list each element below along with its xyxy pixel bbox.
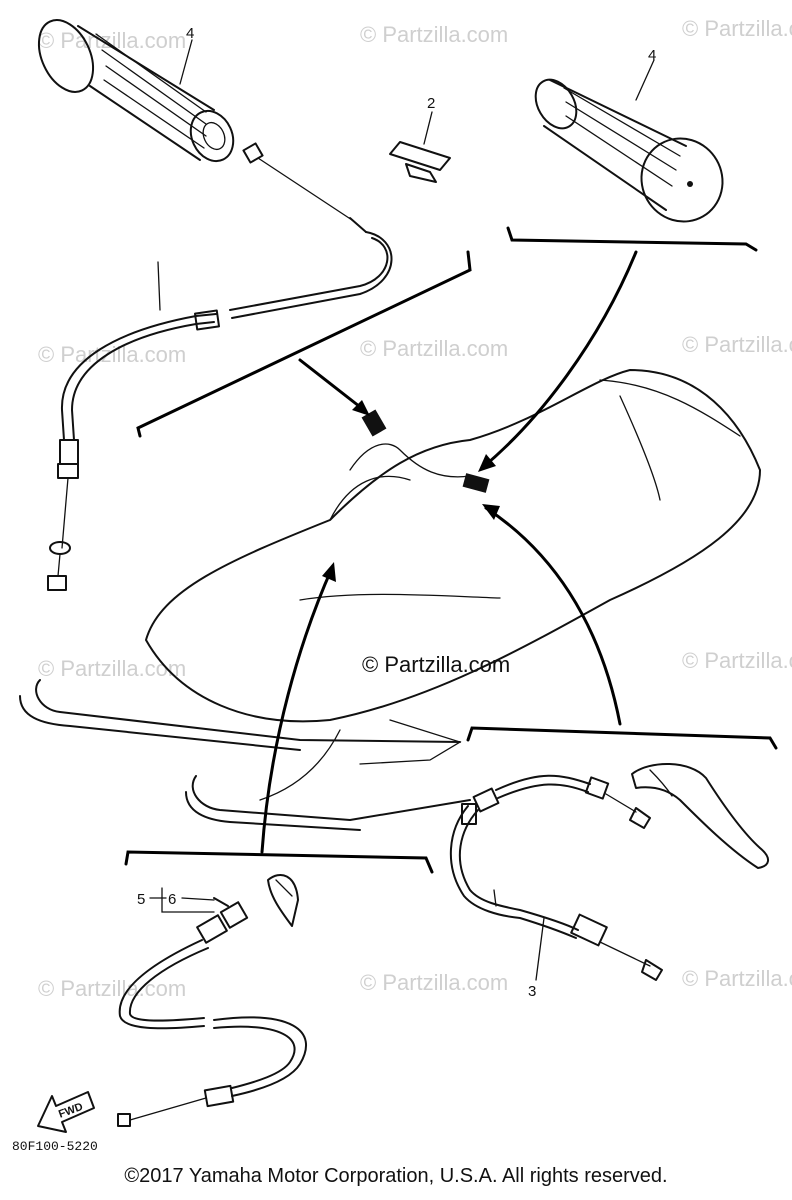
callout-clip: 2 (427, 95, 435, 112)
callout-grip-right: 4 (648, 47, 656, 64)
brake-cable[interactable] (449, 774, 663, 981)
arrow-brake (484, 506, 622, 726)
watermark: © Partzilla.com (38, 28, 186, 53)
diagram-code: 80F100-5220 (12, 1139, 98, 1154)
handlebar-grip-right (462, 473, 490, 493)
handlebar-grip-left (361, 409, 387, 437)
callout-grip-left: 4 (186, 25, 194, 42)
callout-leader (423, 111, 433, 145)
watermark: © Partzilla.com (682, 332, 792, 357)
watermark: © Partzilla.com (360, 22, 508, 47)
arrow-right-grip (480, 250, 638, 470)
callout-leader (179, 39, 193, 85)
arrow-left-grip (298, 358, 366, 412)
watermark: © Partzilla.com (682, 16, 792, 41)
callout-item-5: 5 (137, 891, 145, 908)
watermark-grid: © Partzilla.com © Partzilla.com © Partzi… (38, 16, 792, 1001)
watermark: © Partzilla.com (360, 336, 508, 361)
right-grip[interactable] (527, 72, 737, 236)
callout-item-6: 6 (168, 891, 176, 908)
throttle-cable[interactable] (47, 142, 393, 591)
snowmobile-body (19, 369, 761, 831)
watermark: © Partzilla.com (38, 976, 186, 1001)
callout-brake-cable: 3 (528, 983, 536, 1000)
bracket-left (136, 250, 472, 438)
callout-leader (181, 897, 215, 901)
switch-cable[interactable] (117, 874, 307, 1127)
leader-line (157, 261, 161, 311)
fwd-arrow-icon: FWD (37, 1091, 95, 1133)
clip-part[interactable] (389, 141, 451, 183)
bracket-right (506, 226, 758, 252)
watermark: © Partzilla.com (682, 966, 792, 991)
watermark: © Partzilla.com (38, 656, 186, 681)
watermark: © Partzilla.com (38, 342, 186, 367)
left-grip[interactable] (28, 11, 241, 168)
center-watermark: © Partzilla.com (362, 652, 510, 677)
copyright-notice: ©2017 Yamaha Motor Corporation, U.S.A. A… (124, 1165, 668, 1187)
brake-lever[interactable] (631, 763, 769, 869)
watermark: © Partzilla.com (682, 648, 792, 673)
watermark: © Partzilla.com (360, 970, 508, 995)
bracket-lower-left (124, 850, 434, 874)
arrow-switch (260, 566, 334, 854)
bracket-lower-right (466, 726, 778, 750)
callout-leader (635, 59, 655, 101)
callout-leader (535, 917, 545, 981)
